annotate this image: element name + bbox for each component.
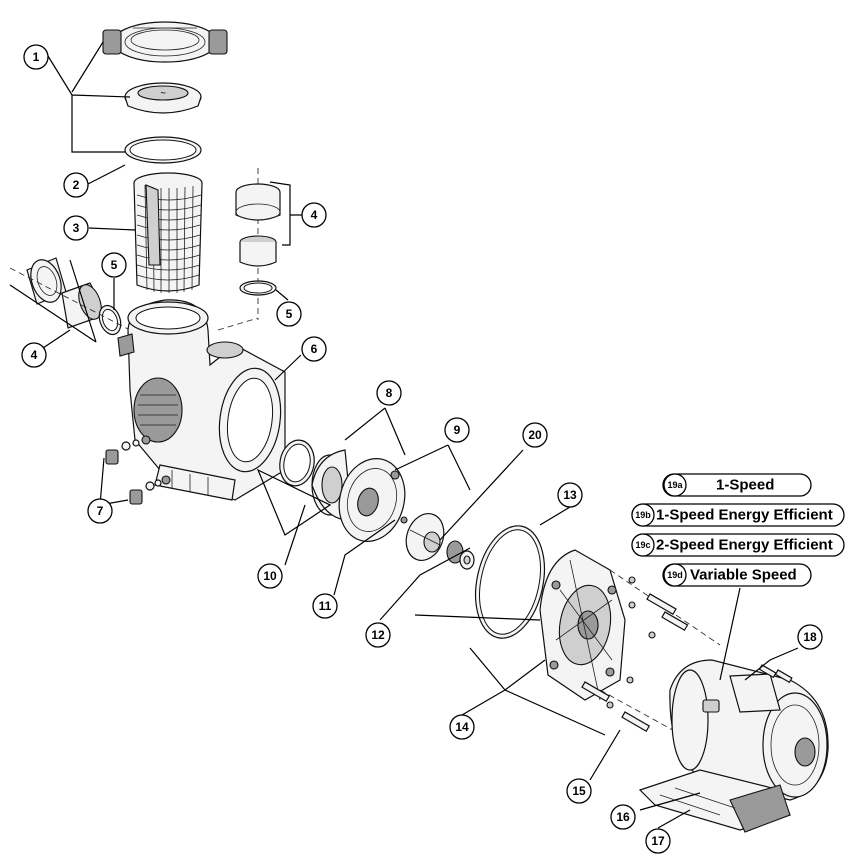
motor-option-19d-label: Variable Speed bbox=[690, 567, 797, 584]
motor-option-19a-badge: 19a bbox=[667, 480, 683, 490]
callout-4-right: 4 bbox=[301, 202, 327, 228]
callout-5-left-label: 5 bbox=[111, 258, 118, 272]
callout-6: 6 bbox=[301, 336, 327, 362]
callout-7: 7 bbox=[87, 498, 113, 524]
svg-text:~: ~ bbox=[160, 88, 166, 98]
callout-16: 16 bbox=[610, 804, 636, 830]
callout-15: 15 bbox=[566, 778, 592, 804]
callout-10: 10 bbox=[257, 563, 283, 589]
lid-locking-ring bbox=[102, 21, 228, 63]
housing-o-ring bbox=[279, 439, 315, 487]
callout-11: 11 bbox=[312, 593, 338, 619]
callout-14-label: 14 bbox=[455, 720, 469, 734]
callout-16-label: 16 bbox=[616, 810, 630, 824]
motor-screws bbox=[758, 664, 793, 684]
callout-9-label: 9 bbox=[454, 423, 461, 437]
motor-option-19a-label: 1-Speed bbox=[716, 477, 774, 494]
shaft-seal bbox=[446, 540, 475, 570]
callout-20: 20 bbox=[522, 422, 548, 448]
motor-option-19c-badge: 19c bbox=[635, 540, 650, 550]
callout-5-right-label: 5 bbox=[286, 307, 293, 321]
seal-plate bbox=[338, 457, 406, 543]
pump-housing bbox=[117, 299, 286, 501]
callout-2: 2 bbox=[63, 172, 89, 198]
callout-1: 1 bbox=[23, 44, 49, 70]
callout-3: 3 bbox=[63, 215, 89, 241]
motor bbox=[669, 659, 829, 801]
callout-10-label: 10 bbox=[263, 569, 277, 583]
callout-7-label: 7 bbox=[97, 504, 104, 518]
callout-17-label: 17 bbox=[651, 834, 665, 848]
drain-plugs bbox=[105, 435, 171, 505]
callout-12-label: 12 bbox=[371, 628, 385, 642]
callout-18-label: 18 bbox=[803, 630, 817, 644]
callout-15-label: 15 bbox=[572, 784, 586, 798]
callout-3-label: 3 bbox=[73, 221, 80, 235]
callout-4-left: 4 bbox=[21, 342, 47, 368]
callout-12: 12 bbox=[365, 622, 391, 648]
callout-18: 18 bbox=[797, 624, 823, 650]
callout-5-right: 5 bbox=[276, 301, 302, 327]
right-union-assembly bbox=[235, 168, 281, 320]
strainer-basket bbox=[133, 172, 203, 293]
motor-bracket bbox=[539, 549, 626, 701]
callout-2-label: 2 bbox=[73, 178, 80, 192]
callout-20-label: 20 bbox=[528, 428, 542, 442]
motor-option-19b-badge: 19b bbox=[635, 510, 651, 520]
callout-13: 13 bbox=[557, 482, 583, 508]
impeller bbox=[400, 513, 445, 561]
motor-option-19b: 19b 1-Speed Energy Efficient bbox=[631, 503, 845, 527]
motor-base bbox=[638, 769, 791, 833]
callout-17: 17 bbox=[645, 828, 671, 854]
callout-14: 14 bbox=[449, 714, 475, 740]
callout-1-label: 1 bbox=[33, 50, 40, 64]
motor-option-19c: 19c 2-Speed Energy Efficient bbox=[631, 533, 845, 557]
lid-o-ring bbox=[124, 136, 202, 164]
seal-plate-o-ring bbox=[475, 525, 545, 639]
motor-option-19c-label: 2-Speed Energy Efficient bbox=[656, 537, 833, 554]
motor-option-19a: 19a 1-Speed bbox=[662, 473, 812, 497]
callout-11-label: 11 bbox=[319, 599, 332, 613]
strainer-lid: ~ bbox=[124, 82, 202, 114]
motor-option-19d-badge: 19d bbox=[667, 570, 683, 580]
bracket-bolts bbox=[581, 569, 721, 746]
motor-option-19d: 19d Variable Speed bbox=[662, 563, 812, 587]
callout-4-right-label: 4 bbox=[311, 208, 318, 222]
callout-8: 8 bbox=[376, 380, 402, 406]
callout-6-label: 6 bbox=[311, 342, 318, 356]
callout-4-left-label: 4 bbox=[31, 348, 38, 362]
callout-13-label: 13 bbox=[563, 488, 577, 502]
callout-9: 9 bbox=[444, 417, 470, 443]
callout-5-left: 5 bbox=[101, 252, 127, 278]
callout-8-label: 8 bbox=[386, 386, 393, 400]
motor-option-19b-label: 1-Speed Energy Efficient bbox=[656, 507, 833, 524]
